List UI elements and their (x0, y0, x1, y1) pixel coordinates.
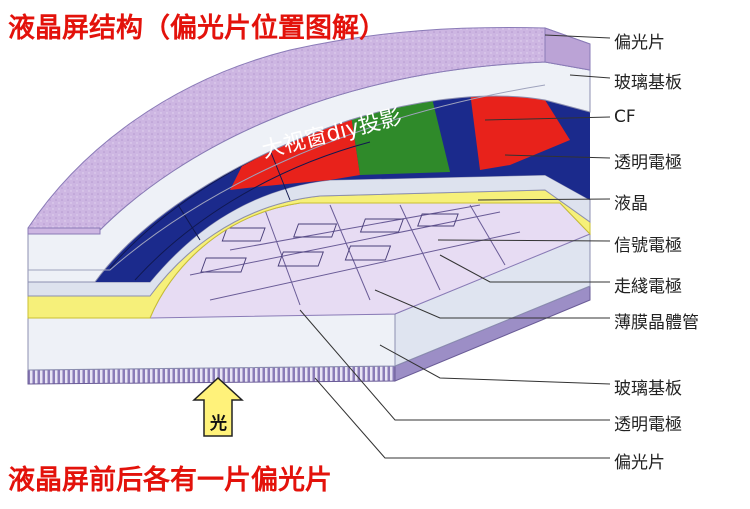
tft-cells (123, 213, 459, 277)
diagram-caption: 液晶屏前后各有一片偏光片 (8, 465, 332, 496)
label-bottom-electrode: 透明電極 (614, 415, 682, 435)
label-signal-electrode: 信號電極 (614, 236, 682, 256)
label-bottom-polarizer: 偏光片 (614, 453, 665, 473)
label-top-electrode: 透明電極 (614, 153, 682, 173)
color-filter (95, 96, 590, 282)
label-top-glass: 玻璃基板 (614, 73, 682, 93)
label-color-filter: CF (614, 107, 636, 127)
label-bottom-glass: 玻璃基板 (614, 379, 682, 399)
label-liquid-crystal: 液晶 (614, 194, 648, 214)
tft-grid (189, 204, 521, 306)
cf-red-1 (230, 108, 360, 190)
top-glass-line (28, 84, 546, 271)
diagram-title: 液晶屏结构（偏光片位置图解） (8, 13, 386, 44)
front-edge-polarizer (27, 227, 101, 235)
label-scan-electrode: 走綫電極 (614, 277, 682, 297)
label-tft: 薄膜晶體管 (614, 313, 699, 333)
light-arrow-icon (192, 376, 244, 437)
top-polarizer (27, 27, 591, 231)
cf-red-2 (470, 92, 570, 170)
top-polarizer-right-edge (544, 27, 591, 71)
light-label: 光 (210, 414, 227, 434)
label-top-polarizer: 偏光片 (614, 33, 665, 53)
bottom-glass-front (27, 313, 396, 371)
leader-lines (299, 34, 611, 459)
